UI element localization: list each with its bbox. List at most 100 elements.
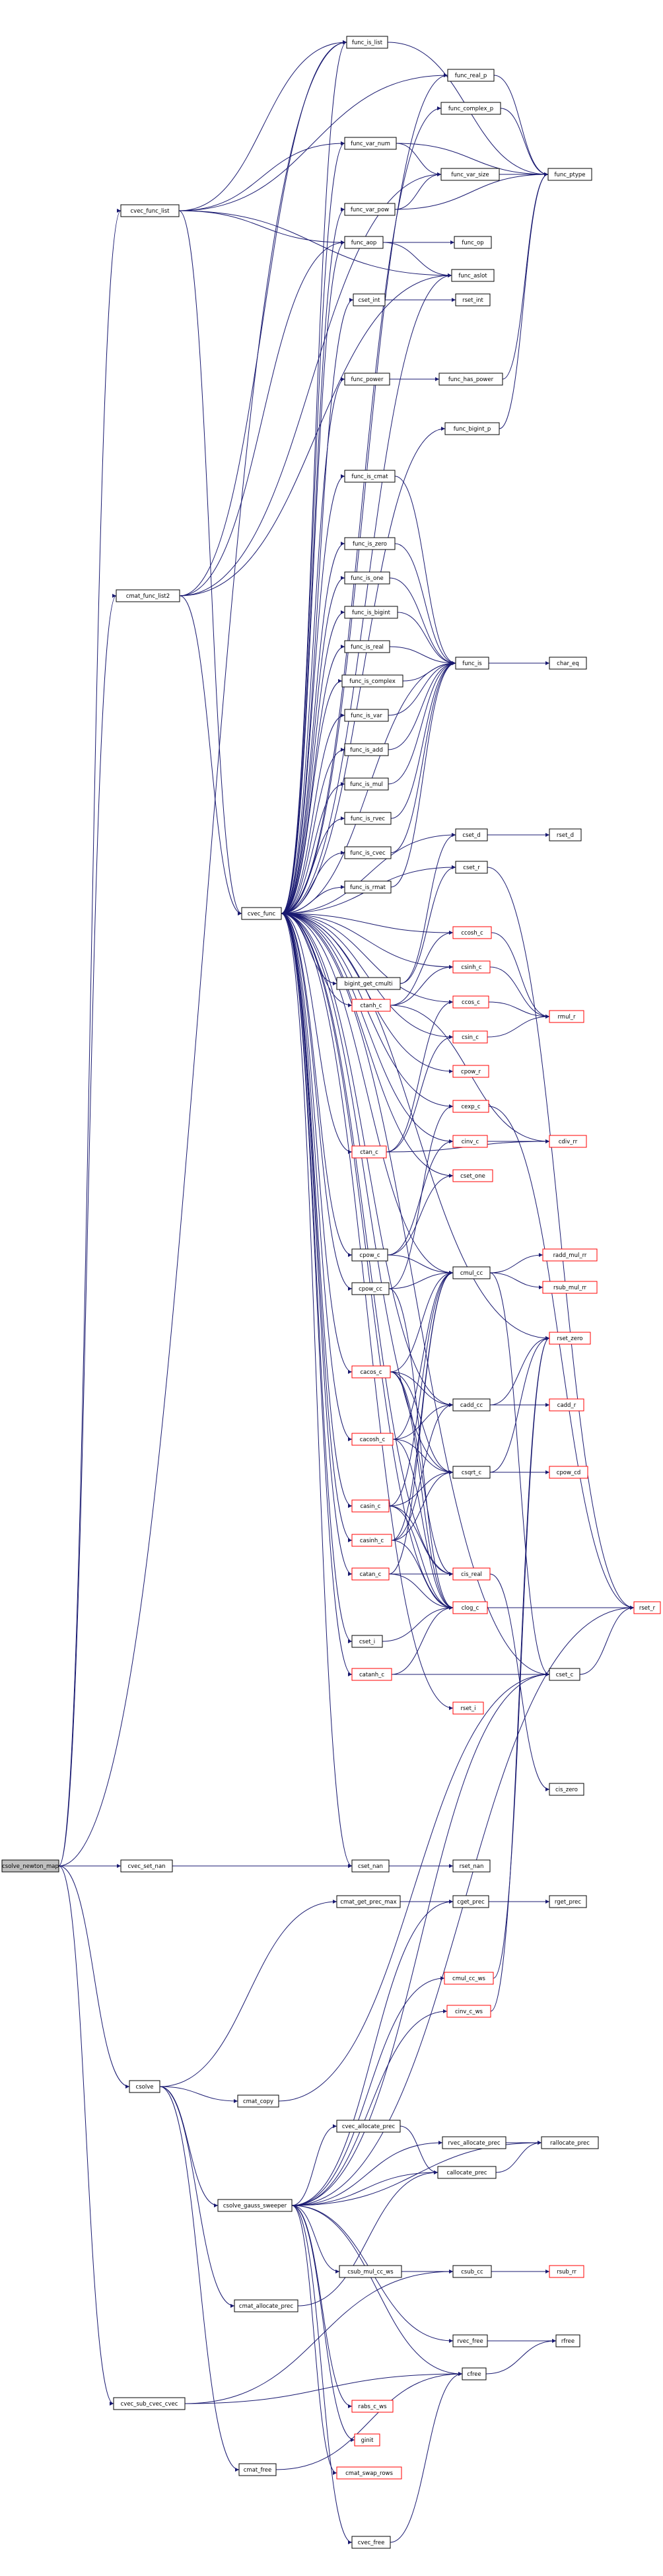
node-cmat_free[interactable]: cmat_free xyxy=(238,2463,277,2476)
node-func_var_pow[interactable]: func_var_pow xyxy=(344,203,396,216)
node-func_op[interactable]: func_op xyxy=(454,236,492,249)
node-cmat_get_prec_max[interactable]: cmat_get_prec_max xyxy=(336,1895,401,1908)
node-rset_nan[interactable]: rset_nan xyxy=(452,1859,491,1873)
node-csolve[interactable]: csolve xyxy=(129,2080,160,2093)
node-clog_c[interactable]: clog_c xyxy=(452,1601,488,1614)
node-cacosh_c[interactable]: cacosh_c xyxy=(351,1433,394,1446)
node-func_is_cvec[interactable]: func_is_cvec xyxy=(344,846,392,859)
node-rfree[interactable]: rfree xyxy=(555,2334,580,2347)
node-func_is_bigint[interactable]: func_is_bigint xyxy=(344,606,398,619)
node-cinv_c[interactable]: cinv_c xyxy=(452,1135,488,1148)
node-func_aslot[interactable]: func_aslot xyxy=(451,269,495,282)
node-func_is_rmat[interactable]: func_is_rmat xyxy=(344,880,392,894)
node-func_is_zero[interactable]: func_is_zero xyxy=(344,537,396,550)
node-csin_c[interactable]: csin_c xyxy=(452,1030,488,1044)
node-rset_d[interactable]: rset_d xyxy=(549,828,582,841)
node-rset_int[interactable]: rset_int xyxy=(455,293,491,306)
node-cadd_cc[interactable]: cadd_cc xyxy=(452,1398,491,1412)
node-cmat_swap_rows[interactable]: cmat_swap_rows xyxy=(336,2466,402,2480)
node-func_is_cmat[interactable]: func_is_cmat xyxy=(344,470,396,483)
node-cfree[interactable]: cfree xyxy=(462,2367,487,2380)
node-csub_mul_cc_ws[interactable]: csub_mul_cc_ws xyxy=(339,2265,402,2278)
node-func_var_size[interactable]: func_var_size xyxy=(440,168,500,181)
node-func_is_mul[interactable]: func_is_mul xyxy=(344,777,389,791)
node-func_bigint_p[interactable]: func_bigint_p xyxy=(444,422,500,435)
node-ctan_c[interactable]: ctan_c xyxy=(351,1145,387,1159)
node-cset_i[interactable]: cset_i xyxy=(351,1635,383,1648)
node-func_complex_p[interactable]: func_complex_p xyxy=(440,102,501,115)
node-cset_c[interactable]: cset_c xyxy=(549,1668,580,1681)
node-func_power[interactable]: func_power xyxy=(344,373,390,386)
node-csinh_c[interactable]: csinh_c xyxy=(452,960,491,974)
node-cacos_c[interactable]: cacos_c xyxy=(351,1365,391,1378)
node-cpow_cd[interactable]: cpow_cd xyxy=(549,1466,588,1479)
node-cset_nan[interactable]: cset_nan xyxy=(351,1859,390,1873)
node-radd_mul_rr[interactable]: radd_mul_rr xyxy=(542,1248,598,1262)
node-func_is_real[interactable]: func_is_real xyxy=(344,640,390,653)
node-bigint_get_cmulti[interactable]: bigint_get_cmulti xyxy=(336,977,401,990)
node-cis_real[interactable]: cis_real xyxy=(452,1567,491,1581)
node-ccos_c[interactable]: ccos_c xyxy=(452,995,489,1009)
node-rget_prec[interactable]: rget_prec xyxy=(549,1895,587,1908)
node-cadd_r[interactable]: cadd_r xyxy=(549,1398,584,1412)
node-casinh_c[interactable]: casinh_c xyxy=(351,1534,392,1547)
node-rset_i[interactable]: rset_i xyxy=(452,1701,484,1715)
node-cvec_func_list[interactable]: cvec_func_list xyxy=(120,204,180,217)
node-cget_prec[interactable]: cget_prec xyxy=(452,1895,489,1908)
node-func_is_rvec[interactable]: func_is_rvec xyxy=(344,812,392,825)
node-rsub_mul_rr[interactable]: rsub_mul_rr xyxy=(542,1281,598,1294)
node-func_is_complex[interactable]: func_is_complex xyxy=(341,674,403,688)
node-func_is_one[interactable]: func_is_one xyxy=(344,571,390,585)
node-cmul_cc[interactable]: cmul_cc xyxy=(452,1266,491,1279)
node-catan_c[interactable]: catan_c xyxy=(351,1567,390,1581)
node-rvec_free[interactable]: rvec_free xyxy=(452,2334,488,2347)
node-func_has_power[interactable]: func_has_power xyxy=(438,373,503,386)
node-csolve_newton_map[interactable]: csolve_newton_map xyxy=(1,1859,59,1873)
node-cset_d[interactable]: cset_d xyxy=(455,828,488,841)
node-cinv_c_ws[interactable]: cinv_c_ws xyxy=(446,2005,491,2018)
node-rsub_rr[interactable]: rsub_rr xyxy=(549,2265,584,2278)
node-ccosh_c[interactable]: ccosh_c xyxy=(452,926,492,939)
node-cpow_c[interactable]: cpow_c xyxy=(351,1248,388,1262)
node-func_aop[interactable]: func_aop xyxy=(344,236,384,249)
node-cpow_cc[interactable]: cpow_cc xyxy=(351,1282,390,1295)
node-cmat_copy[interactable]: cmat_copy xyxy=(237,2094,279,2108)
node-cvec_allocate_prec[interactable]: cvec_allocate_prec xyxy=(336,2120,401,2133)
node-cmat_allocate_prec[interactable]: cmat_allocate_prec xyxy=(234,2299,298,2312)
node-rallocate_prec[interactable]: rallocate_prec xyxy=(541,2136,599,2149)
node-cmul_cc_ws[interactable]: cmul_cc_ws xyxy=(444,1972,494,1985)
node-func_is_list[interactable]: func_is_list xyxy=(346,36,388,49)
node-casin_c[interactable]: casin_c xyxy=(351,1499,390,1513)
node-cvec_set_nan[interactable]: cvec_set_nan xyxy=(120,1859,173,1873)
node-cmat_func_list2[interactable]: cmat_func_list2 xyxy=(116,589,180,602)
node-cset_one[interactable]: cset_one xyxy=(452,1169,493,1182)
node-cset_r[interactable]: cset_r xyxy=(455,861,488,874)
node-ginit[interactable]: ginit xyxy=(354,2433,380,2447)
node-func_is_add[interactable]: func_is_add xyxy=(344,743,389,756)
node-char_eq[interactable]: char_eq xyxy=(549,657,587,670)
node-func_var_num[interactable]: func_var_num xyxy=(344,137,397,150)
node-cdiv_rr[interactable]: cdiv_rr xyxy=(549,1135,587,1148)
node-catanh_c[interactable]: catanh_c xyxy=(351,1668,392,1681)
node-cvec_func[interactable]: cvec_func xyxy=(241,907,282,920)
node-rmul_r[interactable]: rmul_r xyxy=(549,1010,584,1023)
node-cpow_r[interactable]: cpow_r xyxy=(452,1065,489,1078)
node-csqrt_c[interactable]: csqrt_c xyxy=(452,1466,491,1479)
node-cvec_free[interactable]: cvec_free xyxy=(351,2536,391,2549)
node-callocate_prec[interactable]: callocate_prec xyxy=(437,2166,497,2179)
node-cexp_c[interactable]: cexp_c xyxy=(452,1100,489,1113)
node-rvec_allocate_prec[interactable]: rvec_allocate_prec xyxy=(442,2136,506,2149)
node-func_is[interactable]: func_is xyxy=(455,657,489,670)
node-cvec_sub_cvec_cvec[interactable]: cvec_sub_cvec_cvec xyxy=(113,2397,186,2410)
node-ctanh_c[interactable]: ctanh_c xyxy=(351,999,391,1012)
node-csolve_gauss_sweeper[interactable]: csolve_gauss_sweeper xyxy=(217,2199,293,2212)
node-cset_int[interactable]: cset_int xyxy=(353,293,386,306)
node-csub_cc[interactable]: csub_cc xyxy=(452,2265,492,2278)
node-cis_zero[interactable]: cis_zero xyxy=(549,1783,584,1796)
node-func_real_p[interactable]: func_real_p xyxy=(447,69,495,82)
node-rset_zero[interactable]: rset_zero xyxy=(549,1332,591,1345)
node-rabs_c_ws[interactable]: rabs_c_ws xyxy=(351,2400,394,2413)
node-rset_r[interactable]: rset_r xyxy=(633,1601,661,1614)
node-func_is_var[interactable]: func_is_var xyxy=(344,709,389,722)
node-func_ptype[interactable]: func_ptype xyxy=(547,168,592,181)
